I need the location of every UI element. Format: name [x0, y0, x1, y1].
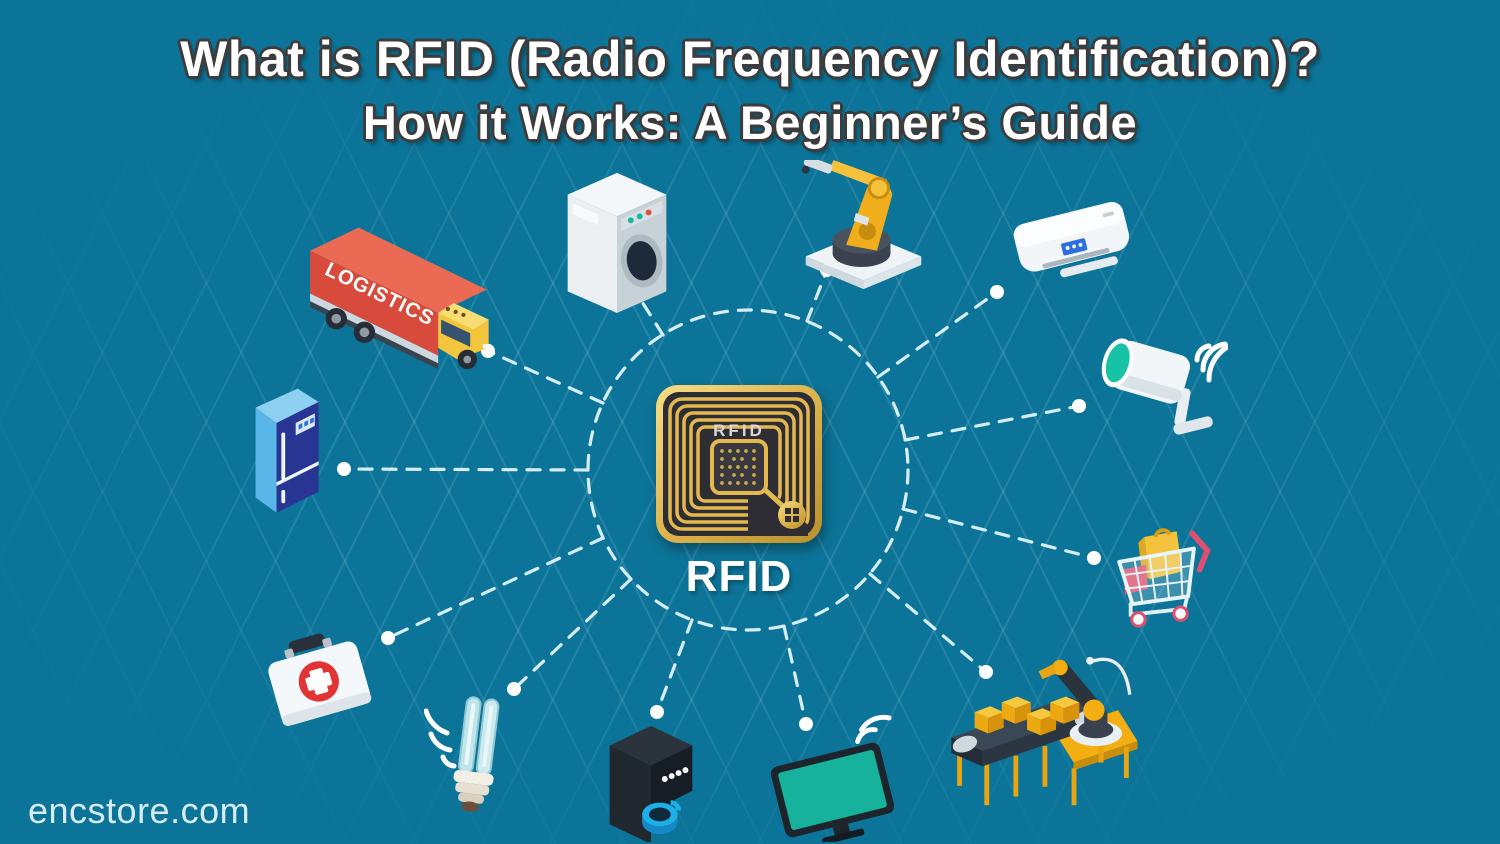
connector-dot: [650, 705, 664, 719]
device-coffee-maker: [595, 714, 705, 844]
device-washing-machine: [552, 168, 682, 316]
page-title-line1: What is RFID (Radio Frequency Identifica…: [180, 31, 1320, 87]
connector-dot: [1072, 399, 1086, 413]
refrigerator-icon: [255, 388, 319, 513]
device-shopping-cart: [1100, 512, 1215, 632]
watermark-encstore: encstore.com: [28, 790, 251, 831]
connector-dot: [1087, 551, 1101, 565]
device-air-conditioner: [1008, 188, 1138, 288]
device-logistics-truck: LOGISTICS: [292, 210, 497, 375]
connector-dot: [979, 665, 993, 679]
connector-robot-arm: [805, 268, 829, 323]
connector-refrigerator: [342, 467, 590, 472]
tag-chip-label: RFID: [713, 421, 765, 440]
robot-arm-icon: [801, 156, 922, 290]
connector-dot: [507, 682, 521, 696]
connector-air-conditioner: [876, 290, 999, 379]
shopping-cart-icon: [1117, 528, 1211, 628]
connector-industrial-robot: [868, 572, 988, 674]
connector-dot: [990, 285, 1004, 299]
rfid-tag-icon: RFID: [656, 385, 822, 543]
device-robot-arm: [798, 156, 928, 295]
connector-first-aid-kit: [386, 536, 605, 640]
device-smart-tv: [763, 714, 903, 844]
connector-coffee-maker: [655, 618, 694, 714]
air-conditioner-icon: [1013, 201, 1130, 278]
connector-security-camera: [903, 404, 1081, 442]
smart-tv-icon: [770, 714, 895, 844]
page-title-line2: How it Works: A Beginner’s Guide: [362, 96, 1138, 149]
connector-shopping-cart: [901, 507, 1096, 560]
logistics-truck-icon: LOGISTICS: [310, 227, 491, 370]
smart-bulb-icon: [423, 696, 500, 812]
industrial-robot-conveyor-icon: [951, 656, 1138, 806]
washing-machine-icon: [567, 172, 667, 314]
rfid-center-label: RFID: [685, 552, 793, 601]
device-first-aid-kit: [262, 612, 382, 742]
connector-logistics-truck: [486, 349, 605, 405]
connector-dot: [337, 462, 351, 476]
device-industrial-robot-conveyor: [945, 652, 1140, 812]
connector-dot: [799, 717, 813, 731]
device-smart-bulb: [423, 688, 524, 828]
connector-smart-bulb: [512, 577, 633, 691]
device-security-camera: [1093, 322, 1244, 442]
connector-dot: [381, 631, 395, 645]
security-camera-icon: [1101, 338, 1244, 435]
first-aid-kit-icon: [268, 633, 372, 726]
connector-smart-tv: [782, 624, 808, 726]
coffee-maker-icon: [609, 725, 693, 844]
device-refrigerator: [246, 382, 332, 527]
